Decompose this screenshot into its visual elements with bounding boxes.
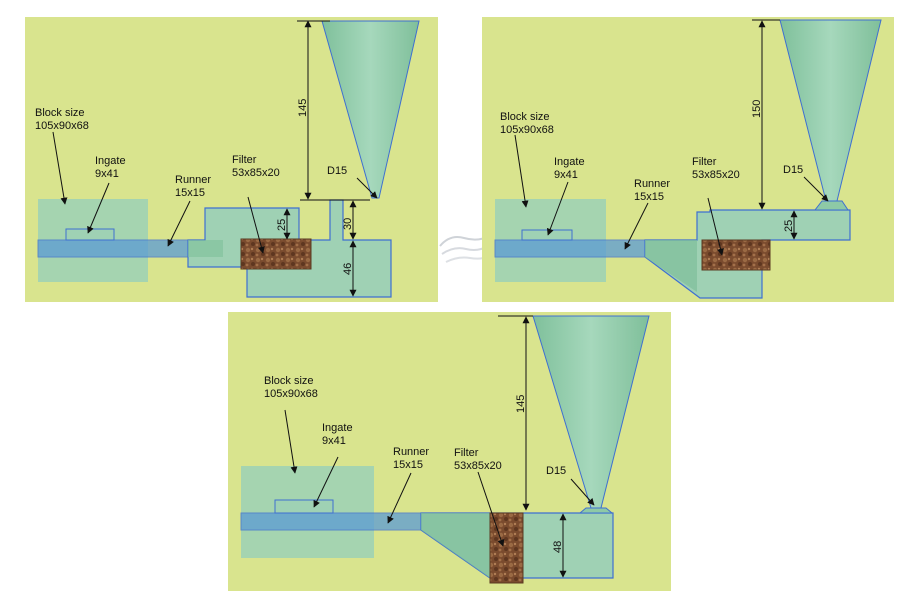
filter (240, 238, 312, 270)
pointer-filter (707, 197, 724, 256)
sprue-diameter: D15 (783, 164, 803, 176)
ingate (65, 228, 115, 241)
filter-value: 53x85x20 (232, 167, 280, 179)
sprue-funnel (321, 20, 420, 199)
ingate (521, 229, 573, 241)
panel-top-right-diagram: Block size 105x90x68 Ingate 9x41 Runner … (482, 17, 894, 302)
runner-shadow (645, 240, 697, 292)
pointer-filter (247, 196, 265, 254)
filter (701, 239, 771, 271)
block-size-title: Block size (35, 107, 85, 119)
block-size-value: 105x90x68 (500, 124, 554, 136)
runner-shadow (188, 240, 223, 257)
panel-bottom-diagram: Block size 105x90x68 Ingate 9x41 Runner … (228, 312, 671, 591)
ingate (274, 499, 334, 514)
runner-title: Runner (393, 446, 429, 458)
runner-value: 15x15 (634, 191, 664, 203)
pointer-runner (167, 200, 191, 247)
filter-title: Filter (232, 154, 257, 166)
sprue-neck (578, 507, 614, 514)
ingate-title: Ingate (95, 155, 126, 167)
pointer-runner (387, 472, 412, 524)
pointer-filter (477, 471, 505, 547)
ingate-bar (37, 239, 189, 258)
filter-value: 53x85x20 (692, 169, 740, 181)
dim-25: 25 (276, 219, 288, 231)
filter-title: Filter (454, 447, 479, 459)
dim-145: 145 (515, 395, 527, 413)
filter-value: 53x85x20 (454, 460, 502, 472)
panel-top-right: Block size 105x90x68 Ingate 9x41 Runner … (482, 17, 894, 302)
pointer-block (52, 131, 68, 205)
pointer-d15 (356, 177, 378, 199)
block-size-title: Block size (264, 375, 314, 387)
pointer-d15 (803, 176, 829, 202)
pointer-ingate (313, 456, 339, 508)
dim-25: 25 (783, 220, 795, 232)
ingate-bar (494, 239, 646, 258)
pointer-block (284, 409, 298, 474)
runner-title: Runner (175, 174, 211, 186)
ingate-title: Ingate (322, 422, 353, 434)
dim-48: 48 (552, 541, 564, 553)
dim-46: 46 (342, 263, 354, 275)
sprue-diameter: D15 (327, 165, 347, 177)
runner-title: Runner (634, 178, 670, 190)
ingate-title: Ingate (554, 156, 585, 168)
ingate-value: 9x41 (322, 435, 346, 447)
pointer-ingate (87, 182, 110, 234)
sprue-neck (813, 200, 849, 211)
panel-bottom: Block size 105x90x68 Ingate 9x41 Runner … (228, 312, 671, 591)
dim-145: 145 (297, 99, 309, 117)
ingate-value: 9x41 (554, 169, 578, 181)
runner-shadow (421, 513, 490, 578)
panel-top-left-diagram: Block size 105x90x68 Ingate 9x41 Runner … (25, 17, 438, 302)
panel-top-left: Block size 105x90x68 Ingate 9x41 Runner … (25, 17, 438, 302)
pointer-block (514, 134, 529, 208)
block-size-value: 105x90x68 (35, 120, 89, 132)
runner-value: 15x15 (175, 187, 205, 199)
pointer-d15 (570, 478, 595, 506)
runner-value: 15x15 (393, 459, 423, 471)
pointer-ingate (546, 181, 569, 236)
ingate-bar (240, 512, 422, 531)
pointer-runner (624, 202, 649, 250)
sprue-diameter: D15 (546, 465, 566, 477)
block-size-value: 105x90x68 (264, 388, 318, 400)
ingate-value: 9x41 (95, 168, 119, 180)
filter-title: Filter (692, 156, 717, 168)
dim-30: 30 (342, 218, 354, 230)
dim-150: 150 (751, 100, 763, 118)
block-size-title: Block size (500, 111, 550, 123)
